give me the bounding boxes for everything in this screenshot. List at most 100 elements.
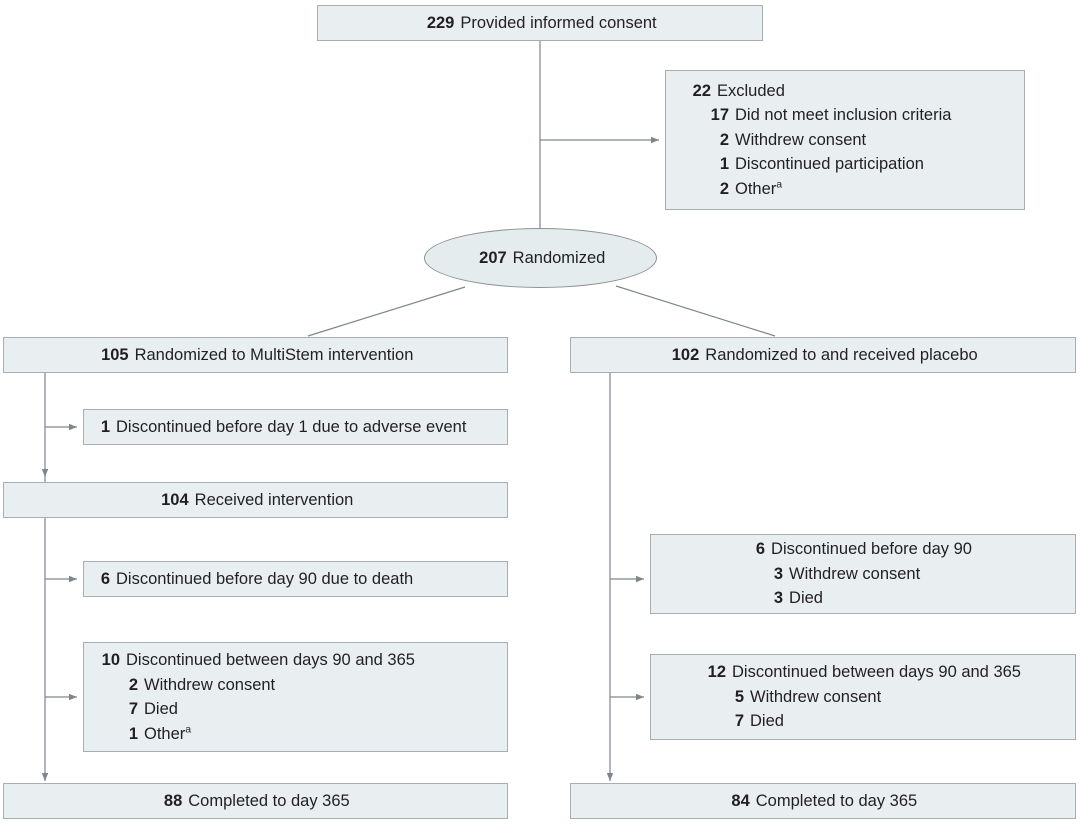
node-text: 229 Provided informed consent bbox=[423, 11, 657, 36]
node-line: 6 Discontinued before day 90 due to death bbox=[99, 567, 413, 592]
node-line: 105 Randomized to MultiStem intervention bbox=[98, 343, 414, 368]
node-line-count: 5 bbox=[734, 687, 745, 706]
node-line-count: 104 bbox=[161, 490, 189, 509]
node-line: 3 Withdrew consent bbox=[754, 562, 972, 587]
node-intervention-discontinued-day1: 1 Discontinued before day 1 due to advers… bbox=[83, 409, 508, 445]
node-line-label: Discontinued before day 90 bbox=[771, 540, 972, 559]
node-line-count: 2 bbox=[719, 179, 729, 198]
node-line-count: 6 bbox=[100, 569, 110, 588]
node-line-label: Received intervention bbox=[194, 490, 354, 509]
node-line-count: 102 bbox=[671, 345, 700, 364]
node-line-count: 1 bbox=[719, 155, 729, 174]
node-line-label: Discontinued before day 1 due to adverse… bbox=[116, 417, 467, 436]
node-line-count: 229 bbox=[426, 13, 455, 32]
node-line: 2 Othera bbox=[690, 177, 951, 202]
node-line-label: Withdrew consent bbox=[144, 675, 276, 694]
node-line-count: 3 bbox=[773, 564, 784, 583]
node-line-count: 12 bbox=[707, 663, 727, 682]
node-text: 88 Completed to day 365 bbox=[161, 789, 350, 814]
node-line: 207 Randomized bbox=[476, 246, 606, 271]
node-line-count: 2 bbox=[128, 675, 138, 694]
node-provided-informed-consent: 229 Provided informed consent bbox=[317, 5, 763, 41]
node-line-count: 1 bbox=[128, 724, 138, 743]
node-line-label: Othera bbox=[144, 723, 192, 743]
node-line: 2 Withdrew consent bbox=[99, 673, 415, 698]
node-line-count: 6 bbox=[755, 540, 766, 559]
node-line: 3 Died bbox=[754, 586, 972, 611]
node-line: 1 Discontinued before day 1 due to advers… bbox=[99, 415, 467, 440]
node-line: 6 Discontinued before day 90 bbox=[754, 537, 972, 562]
node-line: 104 Received intervention bbox=[158, 488, 354, 513]
line-randomized-to-placebo bbox=[615, 285, 776, 337]
node-line-label: Randomized to and received placebo bbox=[705, 345, 978, 364]
node-intervention-completed: 88 Completed to day 365 bbox=[3, 783, 508, 819]
node-line-count: 84 bbox=[731, 791, 750, 810]
line-randomized-to-intervention bbox=[307, 286, 466, 337]
node-line-count: 7 bbox=[734, 712, 745, 731]
footnote-marker: a bbox=[776, 178, 783, 191]
node-line-label: Othera bbox=[735, 178, 783, 198]
node-intervention-discontinued-day90: 6 Discontinued before day 90 due to death bbox=[83, 561, 508, 597]
node-line-label: Withdrew consent bbox=[750, 687, 882, 706]
node-line-label: Discontinued between days 90 and 365 bbox=[126, 651, 415, 669]
node-line-label: Died bbox=[789, 589, 823, 608]
node-line-count: 22 bbox=[692, 81, 711, 100]
node-text: 84 Completed to day 365 bbox=[729, 789, 917, 814]
node-line: 88 Completed to day 365 bbox=[161, 789, 350, 814]
node-line-label: Randomized bbox=[512, 248, 606, 267]
node-line-label: Completed to day 365 bbox=[188, 791, 350, 810]
node-randomized: 207 Randomized bbox=[424, 228, 657, 288]
node-line-count: 88 bbox=[163, 791, 183, 810]
node-arm-placebo: 102 Randomized to and received placebo bbox=[570, 337, 1076, 373]
node-line-label: Did not meet inclusion criteria bbox=[735, 106, 952, 125]
node-line: 22 Excluded bbox=[690, 79, 951, 104]
node-line-label: Withdrew consent bbox=[789, 564, 921, 583]
node-line-label: Completed to day 365 bbox=[755, 791, 918, 810]
node-line: 1 Othera bbox=[99, 722, 415, 747]
node-line: 84 Completed to day 365 bbox=[729, 789, 917, 814]
node-line-label: Excluded bbox=[717, 81, 785, 100]
node-line-label: Discontinued between days 90 and 365 bbox=[732, 663, 1021, 682]
node-arm-intervention: 105 Randomized to MultiStem intervention bbox=[3, 337, 508, 373]
node-line: 10 Discontinued between days 90 and 365 bbox=[99, 648, 415, 673]
node-line-label: Provided informed consent bbox=[460, 13, 657, 32]
node-line-label: Discontinued participation bbox=[735, 155, 924, 174]
node-text: 6 Discontinued before day 90 3 Withdrew con… bbox=[754, 537, 972, 611]
node-line-label: Randomized to MultiStem intervention bbox=[134, 345, 414, 364]
footnote-marker: a bbox=[185, 723, 192, 735]
node-line: 2 Withdrew consent bbox=[690, 128, 951, 153]
node-line: 102 Randomized to and received placebo bbox=[668, 343, 978, 368]
node-line-count: 10 bbox=[101, 651, 120, 669]
node-line-count: 3 bbox=[773, 589, 784, 608]
node-line-count: 1 bbox=[100, 417, 110, 436]
node-line: 229 Provided informed consent bbox=[423, 11, 657, 36]
node-line-label: Died bbox=[144, 700, 178, 718]
node-line: 7 Died bbox=[99, 697, 415, 722]
node-line-label: Died bbox=[750, 712, 784, 731]
node-line-count: 7 bbox=[128, 700, 138, 718]
node-line: 5 Withdrew consent bbox=[705, 685, 1021, 710]
node-text: 1 Discontinued before day 1 due to advers… bbox=[99, 415, 467, 440]
node-placebo-completed: 84 Completed to day 365 bbox=[570, 783, 1076, 819]
node-line-count: 207 bbox=[479, 248, 507, 267]
node-line-label: Discontinued before day 90 due to death bbox=[116, 569, 414, 588]
node-line: 1 Discontinued participation bbox=[690, 152, 951, 177]
node-line-label: Withdrew consent bbox=[735, 130, 867, 149]
node-line-count: 2 bbox=[719, 130, 729, 149]
node-text: 104 Received intervention bbox=[158, 488, 354, 513]
node-line: 12 Discontinued between days 90 and 365 bbox=[705, 660, 1021, 685]
node-line: 7 Died bbox=[705, 709, 1021, 734]
node-received-intervention: 104 Received intervention bbox=[3, 482, 508, 518]
node-text: 105 Randomized to MultiStem intervention bbox=[98, 343, 414, 368]
node-text: 102 Randomized to and received placebo bbox=[668, 343, 978, 368]
node-line-count: 105 bbox=[101, 345, 129, 364]
node-text: 6 Discontinued before day 90 due to death bbox=[99, 567, 413, 592]
